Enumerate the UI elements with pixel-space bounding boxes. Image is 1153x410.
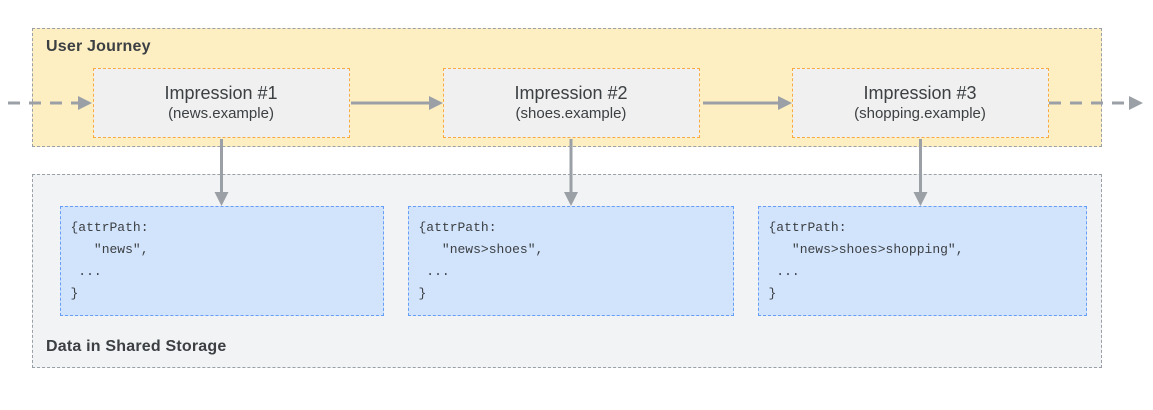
shared-storage-label: Data in Shared Storage <box>46 338 227 355</box>
impression-3-title: Impression #3 <box>863 83 977 103</box>
impression-1-box: Impression #1 (news.example) <box>92 67 350 138</box>
impression-3-box: Impression #3 (shopping.example) <box>791 67 1049 138</box>
storage-entry-2-code: {attrPath: "news>shoes", ... } <box>418 219 544 301</box>
storage-entry-3-code: {attrPath: "news>shoes>shopping", ... } <box>768 219 964 301</box>
storage-entry-2: {attrPath: "news>shoes", ... } <box>407 205 734 316</box>
storage-entry-1-code: {attrPath: "news", ... } <box>70 219 149 301</box>
shared-storage-container: {attrPath: "news", ... } {attrPath: "new… <box>32 174 1102 368</box>
user-journey-label: User Journey <box>46 38 151 55</box>
storage-entry-1: {attrPath: "news", ... } <box>59 205 384 316</box>
impression-2-box: Impression #2 (shoes.example) <box>442 67 700 138</box>
impression-2-title: Impression #2 <box>514 83 628 103</box>
impression-2-domain: (shoes.example) <box>515 105 627 122</box>
storage-entry-3: {attrPath: "news>shoes>shopping", ... } <box>757 205 1087 316</box>
impression-1-domain: (news.example) <box>168 105 274 122</box>
user-journey-container: User Journey Impression #1 (news.example… <box>32 28 1102 147</box>
impression-1-title: Impression #1 <box>164 83 278 103</box>
impression-3-domain: (shopping.example) <box>854 105 986 122</box>
